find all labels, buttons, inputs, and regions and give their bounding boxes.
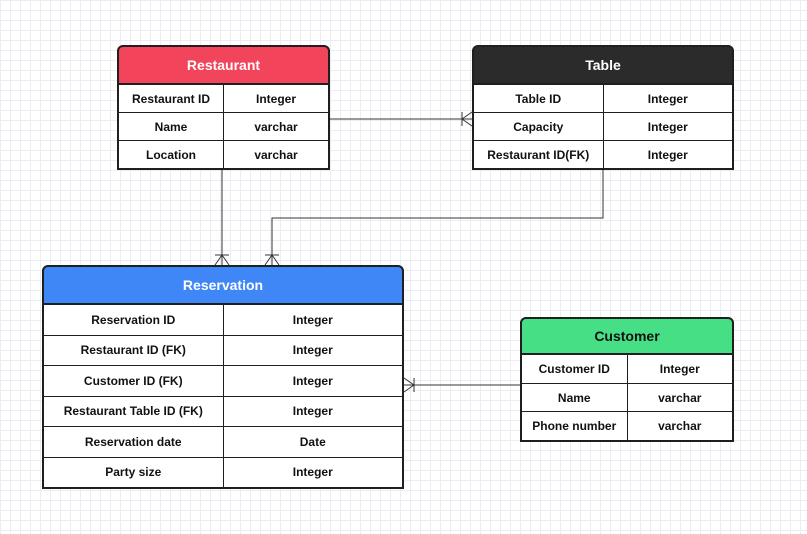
field-name: Party size	[105, 465, 162, 480]
entity-rows-reservation: Reservation ID Integer Restaurant ID (FK…	[44, 305, 402, 487]
table-row[interactable]: Reservation date Date	[44, 426, 402, 457]
entity-header-table: Table	[472, 45, 734, 85]
table-row[interactable]: Customer ID Integer	[522, 355, 732, 383]
field-type: varchar	[223, 141, 328, 168]
table-row[interactable]: Capacity Integer	[474, 112, 732, 140]
entity-title-restaurant: Restaurant	[186, 57, 261, 73]
connector-restaurant-table[interactable]	[330, 111, 473, 127]
entity-header-restaurant: Restaurant	[117, 45, 330, 85]
table-row[interactable]: Name varchar	[522, 382, 733, 412]
entity-customer[interactable]: Customer Customer ID Integer Name varcha…	[520, 317, 734, 442]
field-type: Integer	[602, 113, 733, 140]
field-type: Integer	[222, 366, 403, 396]
field-name: Table ID	[515, 91, 562, 106]
field-name: Reservation ID	[91, 312, 176, 327]
entity-rows-restaurant: Restaurant ID Integer Name varchar Locat…	[119, 85, 328, 168]
entity-table[interactable]: Table Table ID Integer Capacity Integer …	[472, 45, 734, 170]
entity-reservation[interactable]: Reservation Reservation ID Integer Resta…	[42, 265, 404, 489]
entity-title-customer: Customer	[594, 328, 660, 344]
field-type: Integer	[602, 141, 733, 168]
table-row[interactable]: Reservation ID Integer	[44, 305, 402, 335]
field-type: Integer	[222, 305, 403, 335]
connector-restaurant-reservation[interactable]	[214, 170, 230, 266]
field-name: Name	[557, 390, 591, 405]
table-row[interactable]: Restaurant ID(FK) Integer	[474, 140, 732, 168]
field-name: Restaurant ID	[131, 91, 211, 106]
table-row[interactable]: Location varchar	[119, 140, 328, 168]
table-row[interactable]: Restaurant ID Integer	[119, 85, 328, 112]
entity-header-reservation: Reservation	[42, 265, 404, 305]
table-row[interactable]: Party size Integer	[44, 456, 403, 487]
field-name: Customer ID	[538, 361, 610, 376]
field-name: Reservation date	[84, 434, 182, 449]
table-row[interactable]: Restaurant Table ID (FK) Integer	[44, 395, 403, 426]
entity-restaurant[interactable]: Restaurant Restaurant ID Integer Name va…	[117, 45, 330, 170]
table-row[interactable]: Table ID Integer	[474, 85, 732, 112]
field-type: varchar	[223, 113, 328, 140]
field-name: Phone number	[532, 419, 617, 434]
table-row[interactable]: Name varchar	[119, 112, 328, 140]
table-row[interactable]: Restaurant ID (FK) Integer	[44, 334, 403, 365]
connector-table-reservation[interactable]	[264, 170, 604, 266]
field-type: Integer	[222, 396, 403, 426]
field-name: Restaurant Table ID (FK)	[63, 404, 203, 419]
entity-rows-table: Table ID Integer Capacity Integer Restau…	[474, 85, 732, 168]
field-name: Customer ID (FK)	[83, 373, 183, 388]
field-type: Integer	[222, 457, 403, 487]
connector-customer-reservation[interactable]	[403, 377, 520, 393]
entity-header-customer: Customer	[520, 317, 734, 355]
field-type: varchar	[626, 412, 733, 441]
field-name: Restaurant ID(FK)	[487, 147, 590, 162]
field-name: Name	[154, 119, 188, 134]
field-type: Integer	[602, 85, 733, 112]
field-type: Integer	[222, 335, 403, 365]
field-name: Location	[146, 147, 196, 162]
entity-title-table: Table	[585, 57, 621, 73]
field-type: Date	[222, 427, 403, 457]
field-type: Integer	[223, 85, 328, 112]
table-row[interactable]: Customer ID (FK) Integer	[44, 365, 402, 396]
field-type: varchar	[626, 383, 733, 412]
entity-rows-customer: Customer ID Integer Name varchar Phone n…	[522, 355, 733, 441]
field-name: Restaurant ID (FK)	[80, 343, 186, 358]
field-name: Capacity	[513, 119, 564, 134]
entity-title-reservation: Reservation	[182, 277, 264, 293]
table-row[interactable]: Phone number varchar	[522, 411, 733, 441]
field-type: Integer	[626, 355, 733, 383]
